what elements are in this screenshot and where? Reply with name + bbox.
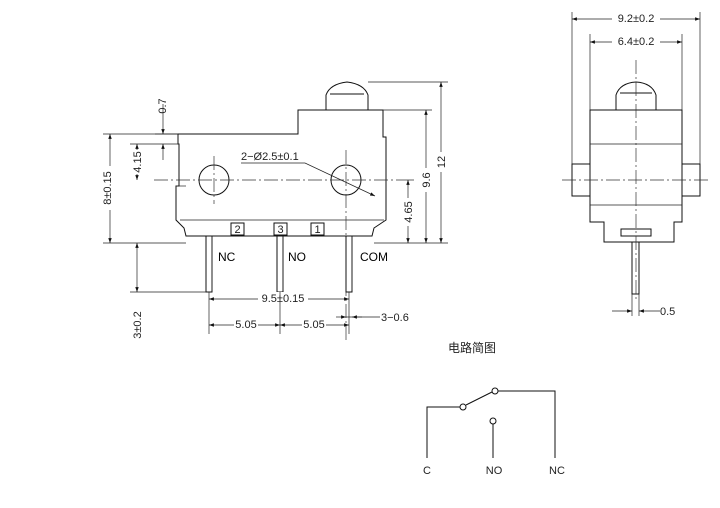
- circuit-diagram: 电路简图 C NO NC: [423, 340, 565, 477]
- dim-inner-width: 6.4±0.2: [618, 36, 655, 48]
- pin-nc: [205, 235, 213, 293]
- dim-pin-width: 3−0.6: [381, 312, 409, 324]
- dim-overall-height: 12: [436, 156, 448, 168]
- terminal-label-no: NO: [288, 250, 306, 264]
- circuit-label-c: C: [423, 465, 431, 477]
- circuit-label-no: NO: [486, 465, 503, 477]
- terminal-label-nc: NC: [218, 250, 236, 264]
- front-body: [589, 109, 683, 243]
- side-view: 2 3 1 NC NO COM 2−Ø2.5±0.1 9.5±0.15 5.05…: [99, 81, 448, 340]
- pin-number-1: 1: [314, 224, 320, 236]
- dim-step: 0.7: [157, 98, 169, 113]
- dim-outer-width: 9.2±0.2: [618, 13, 655, 25]
- dim-holes: 2−Ø2.5±0.1: [241, 151, 299, 163]
- pin-number-3: 3: [277, 224, 283, 236]
- front-pin: [631, 241, 640, 295]
- wire-c: [426, 406, 460, 458]
- pin-number-2: 2: [234, 224, 240, 236]
- dim-inner-height: 9.6: [421, 172, 433, 187]
- front-view: 9.2±0.2 6.4±0.2 0.5: [562, 12, 710, 318]
- dim-left-half: 5.05: [235, 319, 256, 331]
- circuit-label-nc: NC: [549, 465, 565, 477]
- switch-body: [175, 109, 387, 237]
- dim-hole-height: 4.15: [132, 151, 144, 172]
- circuit-title: 电路简图: [448, 340, 496, 355]
- dim-body-height: 8±0.15: [102, 171, 114, 205]
- wire-nc: [498, 390, 556, 458]
- dim-hole-center: 4.65: [403, 201, 415, 222]
- pin-no: [276, 235, 284, 293]
- pin-com: [345, 235, 353, 293]
- actuator-button: [325, 81, 369, 110]
- terminal-label-com: COM: [360, 250, 388, 264]
- dim-pin-thickness: 0.5: [660, 306, 675, 318]
- dim-pin-spacing: 9.5±0.15: [262, 293, 305, 305]
- switch-arm: [465, 391, 493, 406]
- dim-pin-length: 3±0.2: [132, 311, 144, 338]
- dim-right-half: 5.05: [303, 319, 324, 331]
